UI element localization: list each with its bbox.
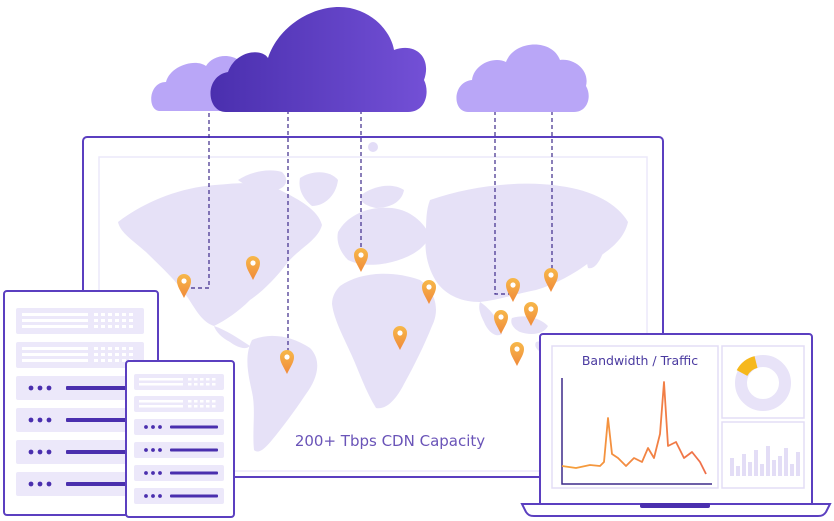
sparkline-bar xyxy=(766,446,770,476)
sparkline-bar xyxy=(760,464,764,476)
map-pin-icon xyxy=(510,342,524,366)
map-pin-icon xyxy=(393,326,407,350)
map-pin-icon xyxy=(544,268,558,292)
cdn-capacity-caption: 200+ Tbps CDN Capacity xyxy=(294,432,486,450)
sparkline-bar xyxy=(748,462,752,476)
map-pin-icon xyxy=(177,274,191,298)
map-pin-icon xyxy=(246,256,260,280)
sparkline-bar xyxy=(772,460,776,476)
bandwidth-chart-title: Bandwidth / Traffic xyxy=(581,353,699,368)
bar-sparkline xyxy=(730,446,800,476)
sparkline-bar xyxy=(742,454,746,476)
cloud-connectors xyxy=(191,96,553,352)
map-pin-icon xyxy=(354,248,368,272)
map-pin-icon xyxy=(422,280,436,304)
rack-details xyxy=(139,378,218,498)
map-pins xyxy=(177,248,558,374)
sparkline-bar xyxy=(796,452,800,476)
sparkline-bar xyxy=(754,450,758,476)
sparkline-bar xyxy=(784,448,788,476)
sparkline-bar xyxy=(730,458,734,476)
sparkline-bar xyxy=(778,456,782,476)
sparkline-bar xyxy=(736,466,740,476)
world-map xyxy=(118,170,630,452)
cloud-icon xyxy=(210,6,427,112)
traffic-line xyxy=(561,381,707,475)
map-pin-icon xyxy=(280,350,294,374)
cloud-icon xyxy=(456,44,589,112)
map-pin-icon xyxy=(506,278,520,302)
sparkline-bar xyxy=(790,464,794,476)
rack-details xyxy=(22,313,138,487)
map-pin-icon xyxy=(524,302,538,326)
map-pin-icon xyxy=(494,310,508,334)
